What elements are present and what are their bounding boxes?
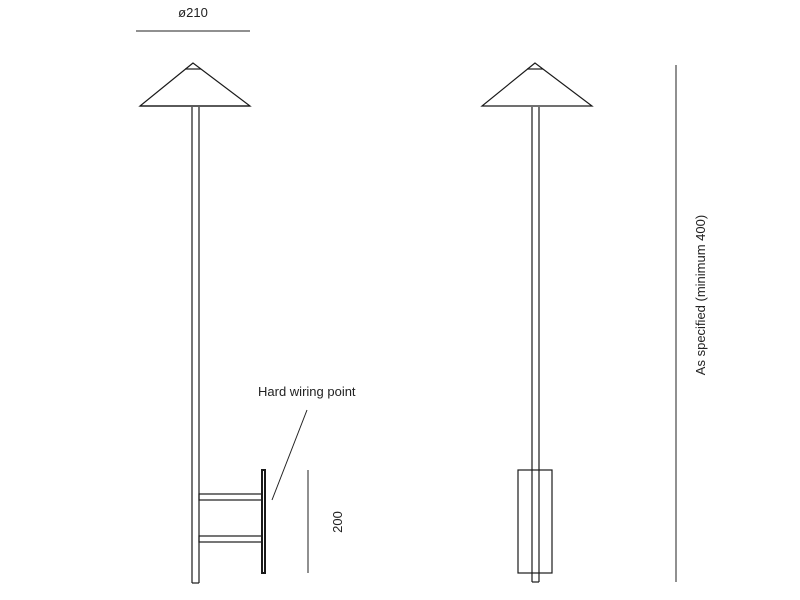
bracket-height-dimension: 200 bbox=[307, 470, 345, 573]
bracket-height-label: 200 bbox=[330, 511, 345, 533]
wall-plate bbox=[261, 469, 266, 574]
front-wall-plate bbox=[517, 469, 553, 574]
lamp-front-view bbox=[480, 62, 594, 583]
overall-height-label: As specified (minimum 400) bbox=[693, 215, 708, 375]
lamp-shade bbox=[138, 62, 252, 107]
diameter-dimension: ø210 bbox=[136, 5, 250, 32]
lamp-side-view bbox=[138, 62, 266, 584]
front-plate-outer bbox=[517, 469, 553, 574]
wall-bracket bbox=[198, 469, 266, 574]
front-lamp-stem bbox=[531, 107, 540, 583]
diameter-label: ø210 bbox=[178, 5, 208, 20]
bracket-arm-lower bbox=[198, 535, 263, 543]
lamp-stem bbox=[191, 107, 200, 584]
wiring-point-label: Hard wiring point bbox=[258, 384, 356, 399]
wiring-point-callout: Hard wiring point bbox=[258, 384, 356, 501]
wiring-point-leader bbox=[271, 409, 308, 501]
front-lamp-shade bbox=[480, 62, 594, 107]
front-shade-cone bbox=[480, 62, 594, 107]
bracket-arm-upper bbox=[198, 493, 263, 501]
overall-height-dimension: As specified (minimum 400) bbox=[675, 65, 708, 582]
